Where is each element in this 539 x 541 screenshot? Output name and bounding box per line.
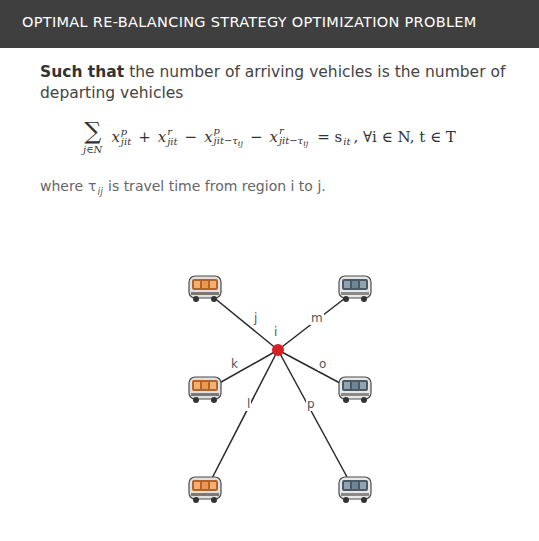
variable: x — [111, 128, 119, 146]
script-stack: rjit−τij — [279, 126, 308, 147]
quantifier: , ∀i ∈ N, t ∈ T — [353, 128, 455, 146]
emphasis-text: Such that — [40, 63, 124, 81]
subscript: ij — [97, 186, 103, 197]
symbol: τ — [88, 178, 96, 194]
script-stack: pjit — [121, 127, 131, 147]
variable: x — [158, 128, 166, 146]
definition-text: is travel time from region i to j. — [108, 178, 326, 194]
variable-group: xrjit−τij — [269, 126, 308, 147]
region-letter: p — [306, 398, 316, 411]
subscript-group: jit — [167, 137, 177, 147]
operator: − — [250, 128, 263, 146]
subscript: it — [343, 136, 350, 147]
variable: x — [204, 128, 212, 146]
superscript: r — [167, 127, 177, 137]
variable-group: xpjit−τij — [204, 126, 243, 147]
region-letter: l — [246, 398, 251, 411]
superscript: p — [121, 127, 131, 137]
subscript-group: jit — [121, 137, 131, 147]
subscript: ij — [303, 139, 308, 148]
sum-group: ∑j∈N — [83, 118, 102, 155]
superscript: r — [279, 126, 308, 136]
definition-text: where — [40, 178, 83, 194]
region-letter: k — [230, 358, 239, 371]
slide-title: OPTIMAL RE-BALANCING STRATEGY OPTIMIZATI… — [22, 14, 477, 30]
subscript: ij — [238, 139, 243, 148]
variable-group: xrjit — [158, 127, 178, 147]
script-stack: rjit — [167, 127, 177, 147]
region-letter: i — [273, 326, 278, 339]
operator: − — [185, 128, 198, 146]
subscript-group: jit−τij — [214, 136, 243, 147]
equation: ∑j∈Nxpjit+xrjit−xpjit−τij−xrjit−τij= sit… — [0, 118, 539, 155]
variable: x — [269, 128, 277, 146]
subscript: jit−τ — [214, 135, 238, 146]
subscript-group: jit−τij — [279, 136, 308, 147]
region-letter: o — [318, 358, 327, 371]
region-letter: j — [253, 312, 258, 325]
operator: + — [138, 128, 151, 146]
sum-symbol: ∑ — [84, 118, 101, 144]
rhs-group: = sit — [317, 128, 350, 146]
superscript: p — [214, 126, 243, 136]
variable-group: xpjit — [111, 127, 131, 147]
subscript: jit — [121, 136, 131, 147]
subscript: jit — [167, 136, 177, 147]
region-letter: m — [310, 312, 324, 325]
body-paragraph: Such thatthe number of arriving vehicles… — [40, 62, 510, 104]
definition-line: whereτij is travel time from region i to … — [40, 178, 326, 194]
sum-index: j∈N — [83, 144, 102, 155]
script-stack: pjit−τij — [214, 126, 243, 147]
subscript: jit−τ — [279, 135, 303, 146]
rhs-variable: = s — [317, 128, 342, 146]
